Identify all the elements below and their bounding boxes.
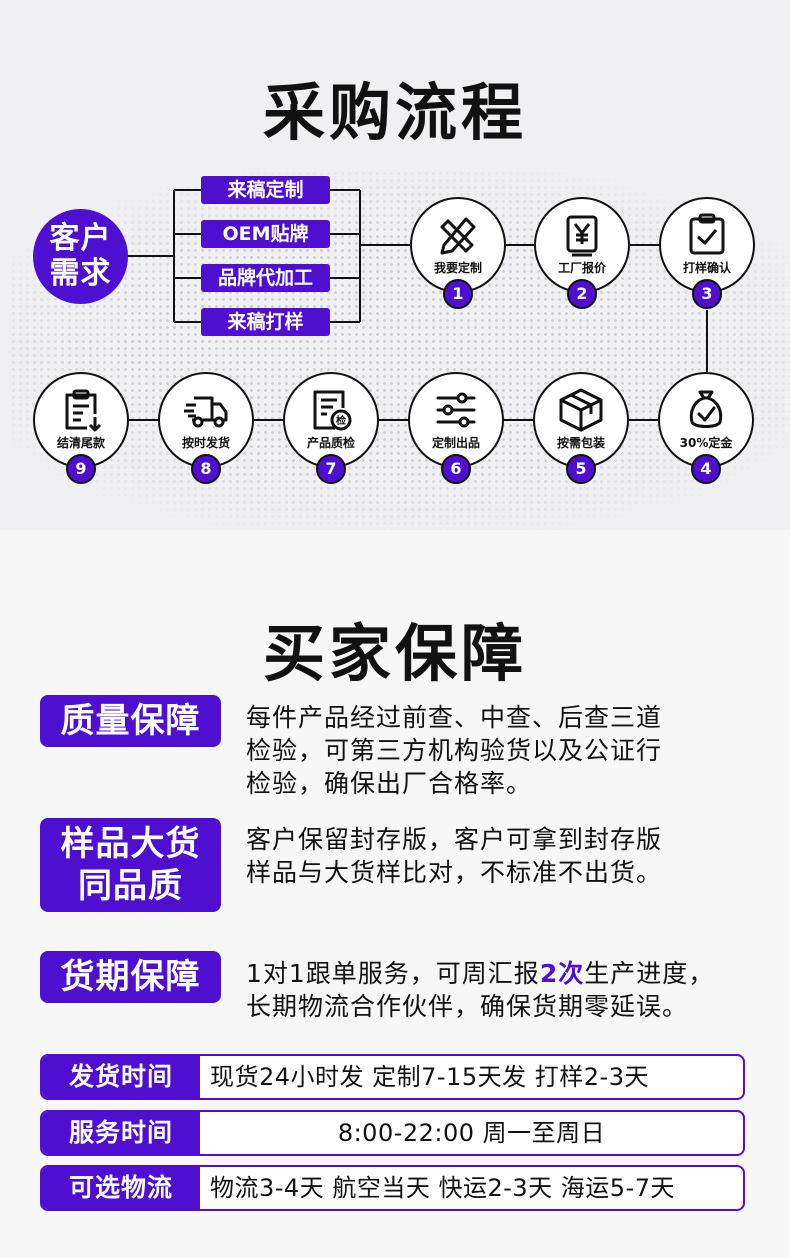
package-box-icon <box>559 388 603 432</box>
row-ship-time-value: 现货24小时发 定制7-15天发 打样2-3天 <box>210 1063 649 1091</box>
row-logistics: 可选物流 物流3-4天 航空当天 快运2-3天 海运5-7天 <box>40 1165 745 1211</box>
row-logistics-value: 物流3-4天 航空当天 快运2-3天 海运5-7天 <box>210 1174 675 1202</box>
step-4-number: 4 <box>691 454 721 484</box>
option-brand-processing: 品牌代加工 <box>201 264 330 292</box>
sample-badge-line-1: 样品大货 <box>60 824 201 864</box>
delivery-line-2: 长期物流合作伙伴，确保货期零延误。 <box>246 992 689 1021</box>
customer-line-1: 客户 <box>49 221 112 256</box>
quality-line-2: 检验，可第三方机构验货以及公证行 <box>246 736 663 765</box>
step-8-number: 8 <box>191 454 221 484</box>
step-3: 打样确认 3 <box>659 197 755 309</box>
row-ship-time-key: 发货时间 <box>42 1056 200 1098</box>
step-7-label: 产品质检 <box>306 436 355 450</box>
step-2: 工厂报价 2 <box>534 197 630 309</box>
quality-line-3: 检验，确保出厂合格率。 <box>246 769 533 798</box>
row-service-time-value: 8:00-22:00 周一至周日 <box>337 1119 606 1147</box>
step-8-label: 按时发货 <box>181 436 230 450</box>
svg-text:检: 检 <box>336 414 346 427</box>
deposit-bag-icon <box>689 390 723 428</box>
world-map-background <box>10 170 790 530</box>
step-9: 结清尾款 9 <box>33 372 129 484</box>
process-section: 采购流程 <box>0 0 790 530</box>
delivery-truck-icon <box>184 396 228 428</box>
sample-badge-line-2: 同品质 <box>78 866 183 906</box>
step-9-number: 9 <box>66 454 96 484</box>
delivery-line-1-highlight: 2次 <box>539 959 585 988</box>
step-3-label: 打样确认 <box>682 261 731 275</box>
step-7-number: 7 <box>316 454 346 484</box>
delivery-guarantee-text: 1对1跟单服务，可周汇报2次生产进度， 长期物流合作伙伴，确保货期零延误。 <box>246 957 756 1023</box>
step-6-number: 6 <box>441 454 471 484</box>
customer-line-2: 需求 <box>49 256 112 291</box>
step-4: 30%定金 4 <box>658 372 754 484</box>
clipboard-download-icon <box>65 389 102 432</box>
option-custom-design: 来稿定制 <box>201 176 330 204</box>
step-5-label: 按需包装 <box>556 436 605 450</box>
step-6-label: 定制出品 <box>431 436 480 450</box>
yen-document-icon <box>566 215 598 257</box>
process-title: 采购流程 <box>262 76 527 149</box>
step-1-number: 1 <box>443 279 473 309</box>
step-8: 按时发货 8 <box>158 372 254 484</box>
step-1: 我要定制 1 <box>410 197 506 309</box>
delivery-guarantee-badge: 货期保障 <box>40 951 221 1003</box>
step-2-label: 工厂报价 <box>557 261 606 275</box>
step-5-number: 5 <box>566 454 596 484</box>
sliders-icon <box>436 392 476 428</box>
step-6: 定制出品 6 <box>408 372 504 484</box>
row-service-time-key: 服务时间 <box>42 1112 200 1154</box>
sample-line-1: 客户保留封存版，客户可拿到封存版 <box>246 825 663 854</box>
quality-guarantee-text: 每件产品经过前查、中查、后查三道 检验，可第三方机构验货以及公证行 检验，确保出… <box>246 701 756 800</box>
process-connectors <box>128 189 708 421</box>
delivery-line-1: 1对1跟单服务，可周汇报2次生产进度， <box>246 957 756 990</box>
delivery-line-1-pre: 1对1跟单服务，可周汇报 <box>246 959 540 988</box>
step-4-label: 30%定金 <box>679 436 733 450</box>
quality-guarantee-badge: 质量保障 <box>40 695 221 747</box>
clipboard-check-icon <box>689 213 725 255</box>
step-9-label: 结清尾款 <box>56 436 105 450</box>
delivery-line-1-post: 生产进度， <box>584 959 715 988</box>
quality-line-1: 每件产品经过前查、中查、后查三道 <box>246 703 663 732</box>
row-service-time: 服务时间 8:00-22:00 周一至周日 <box>40 1110 745 1156</box>
guarantee-title: 买家保障 <box>262 617 527 690</box>
pencil-ruler-icon <box>440 217 476 255</box>
sample-quality-text: 客户保留封存版，客户可拿到封存版 样品与大货样比对，不标准不出货。 <box>246 823 756 889</box>
row-logistics-key: 可选物流 <box>42 1167 200 1209</box>
option-sample: 来稿打样 <box>201 308 330 336</box>
step-7: 检 产品质检 7 <box>283 372 379 484</box>
sample-quality-badge: 样品大货 同品质 <box>40 818 221 912</box>
row-ship-time: 发货时间 现货24小时发 定制7-15天发 打样2-3天 <box>40 1054 745 1100</box>
option-oem: OEM贴牌 <box>201 220 330 248</box>
step-1-label: 我要定制 <box>433 261 482 275</box>
customer-demand-badge: 客户 需求 <box>33 209 128 304</box>
inspection-document-icon: 检 <box>313 390 352 431</box>
sample-line-2: 样品与大货样比对，不标准不出货。 <box>246 858 663 887</box>
step-2-number: 2 <box>567 279 597 309</box>
step-5: 按需包装 5 <box>533 372 629 484</box>
step-3-number: 3 <box>692 279 722 309</box>
